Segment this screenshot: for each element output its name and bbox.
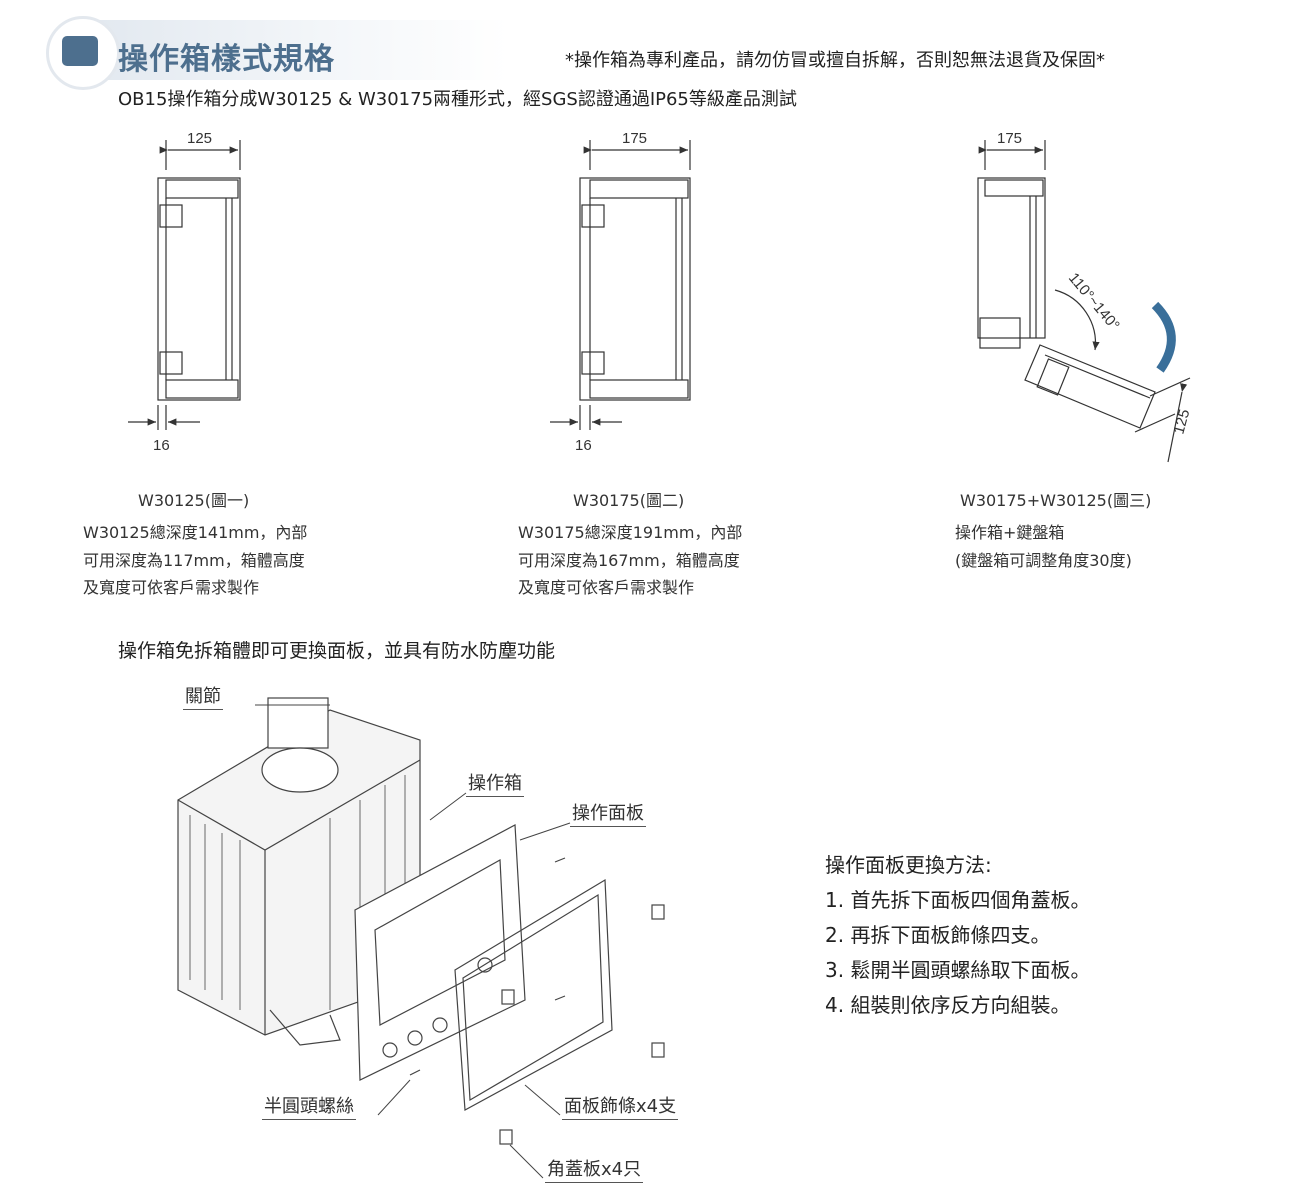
step-item: 3. 鬆開半圓頭螺絲取下面板。 bbox=[825, 958, 1091, 982]
figure-2-drawing bbox=[550, 140, 691, 430]
fig2-caption: W30175(圖二) bbox=[573, 491, 685, 510]
figure-3-drawing bbox=[977, 140, 1191, 463]
desc-line: 及寬度可依客戶需求製作 bbox=[518, 578, 695, 597]
page-title: 操作箱樣式規格 bbox=[118, 42, 335, 77]
desc-line: 可用深度為117mm，箱體高度 bbox=[83, 550, 305, 570]
fig2-width-dim: 175 bbox=[622, 130, 647, 147]
section-heading: 操作箱免拆箱體即可更換面板，並具有防水防塵功能 bbox=[118, 640, 556, 662]
fig3-caption: W30175+W30125(圖三) bbox=[960, 491, 1152, 510]
fig3-width-dim: 175 bbox=[997, 130, 1022, 147]
exploded-view-drawing bbox=[177, 697, 665, 1179]
label-screw: 半圓頭螺絲 bbox=[262, 1092, 356, 1120]
fig2-offset-dim: 16 bbox=[575, 437, 592, 454]
desc-line: W30125總深度141mm，內部 bbox=[83, 523, 308, 542]
steps-title: 操作面板更換方法: bbox=[825, 853, 992, 877]
step-item: 4. 組裝則依序反方向組裝。 bbox=[825, 993, 1071, 1017]
title-bullet-icon bbox=[62, 36, 98, 66]
label-panel: 操作面板 bbox=[570, 799, 646, 827]
step-item: 1. 首先拆下面板四個角蓋板。 bbox=[825, 888, 1091, 912]
fig3-side-dim: 125 bbox=[1170, 407, 1193, 436]
desc-line: (鍵盤箱可調整角度30度) bbox=[955, 550, 1132, 570]
fig2-description: W30175總深度191mm，內部 可用深度為167mm，箱體高度 及寬度可依客… bbox=[518, 519, 742, 602]
desc-line: 操作箱+鍵盤箱 bbox=[955, 523, 1065, 542]
desc-line: 及寬度可依客戶需求製作 bbox=[83, 578, 260, 597]
title-band bbox=[48, 20, 508, 80]
replacement-steps: 操作面板更換方法: 1. 首先拆下面板四個角蓋板。 2. 再拆下面板飾條四支。 … bbox=[825, 848, 1090, 1023]
fig3-angle-dim: 110°~140° bbox=[1065, 270, 1123, 334]
patent-notice: *操作箱為專利產品，請勿仿冒或擅自拆解，否則恕無法退貨及保固* bbox=[565, 50, 1105, 71]
desc-line: 可用深度為167mm，箱體高度 bbox=[518, 550, 740, 570]
label-box: 操作箱 bbox=[466, 769, 524, 797]
fig1-description: W30125總深度141mm，內部 可用深度為117mm，箱體高度 及寬度可依客… bbox=[83, 519, 307, 602]
label-joint: 關節 bbox=[183, 682, 223, 710]
step-item: 2. 再拆下面板飾條四支。 bbox=[825, 923, 1051, 947]
label-trim: 面板飾條x4支 bbox=[562, 1092, 679, 1120]
fig1-offset-dim: 16 bbox=[153, 437, 170, 454]
desc-line: W30175總深度191mm，內部 bbox=[518, 523, 743, 542]
page-subtitle: OB15操作箱分成W30125 & W30175兩種形式，經SGS認證通過IP6… bbox=[118, 89, 797, 110]
figure-1-drawing bbox=[128, 140, 241, 430]
rotation-arrow-icon bbox=[1151, 301, 1176, 373]
fig1-caption: W30125(圖一) bbox=[138, 491, 250, 510]
label-corner: 角蓋板x4只 bbox=[545, 1155, 644, 1183]
fig3-description: 操作箱+鍵盤箱 (鍵盤箱可調整角度30度) bbox=[955, 519, 1132, 574]
fig1-width-dim: 125 bbox=[187, 130, 212, 147]
